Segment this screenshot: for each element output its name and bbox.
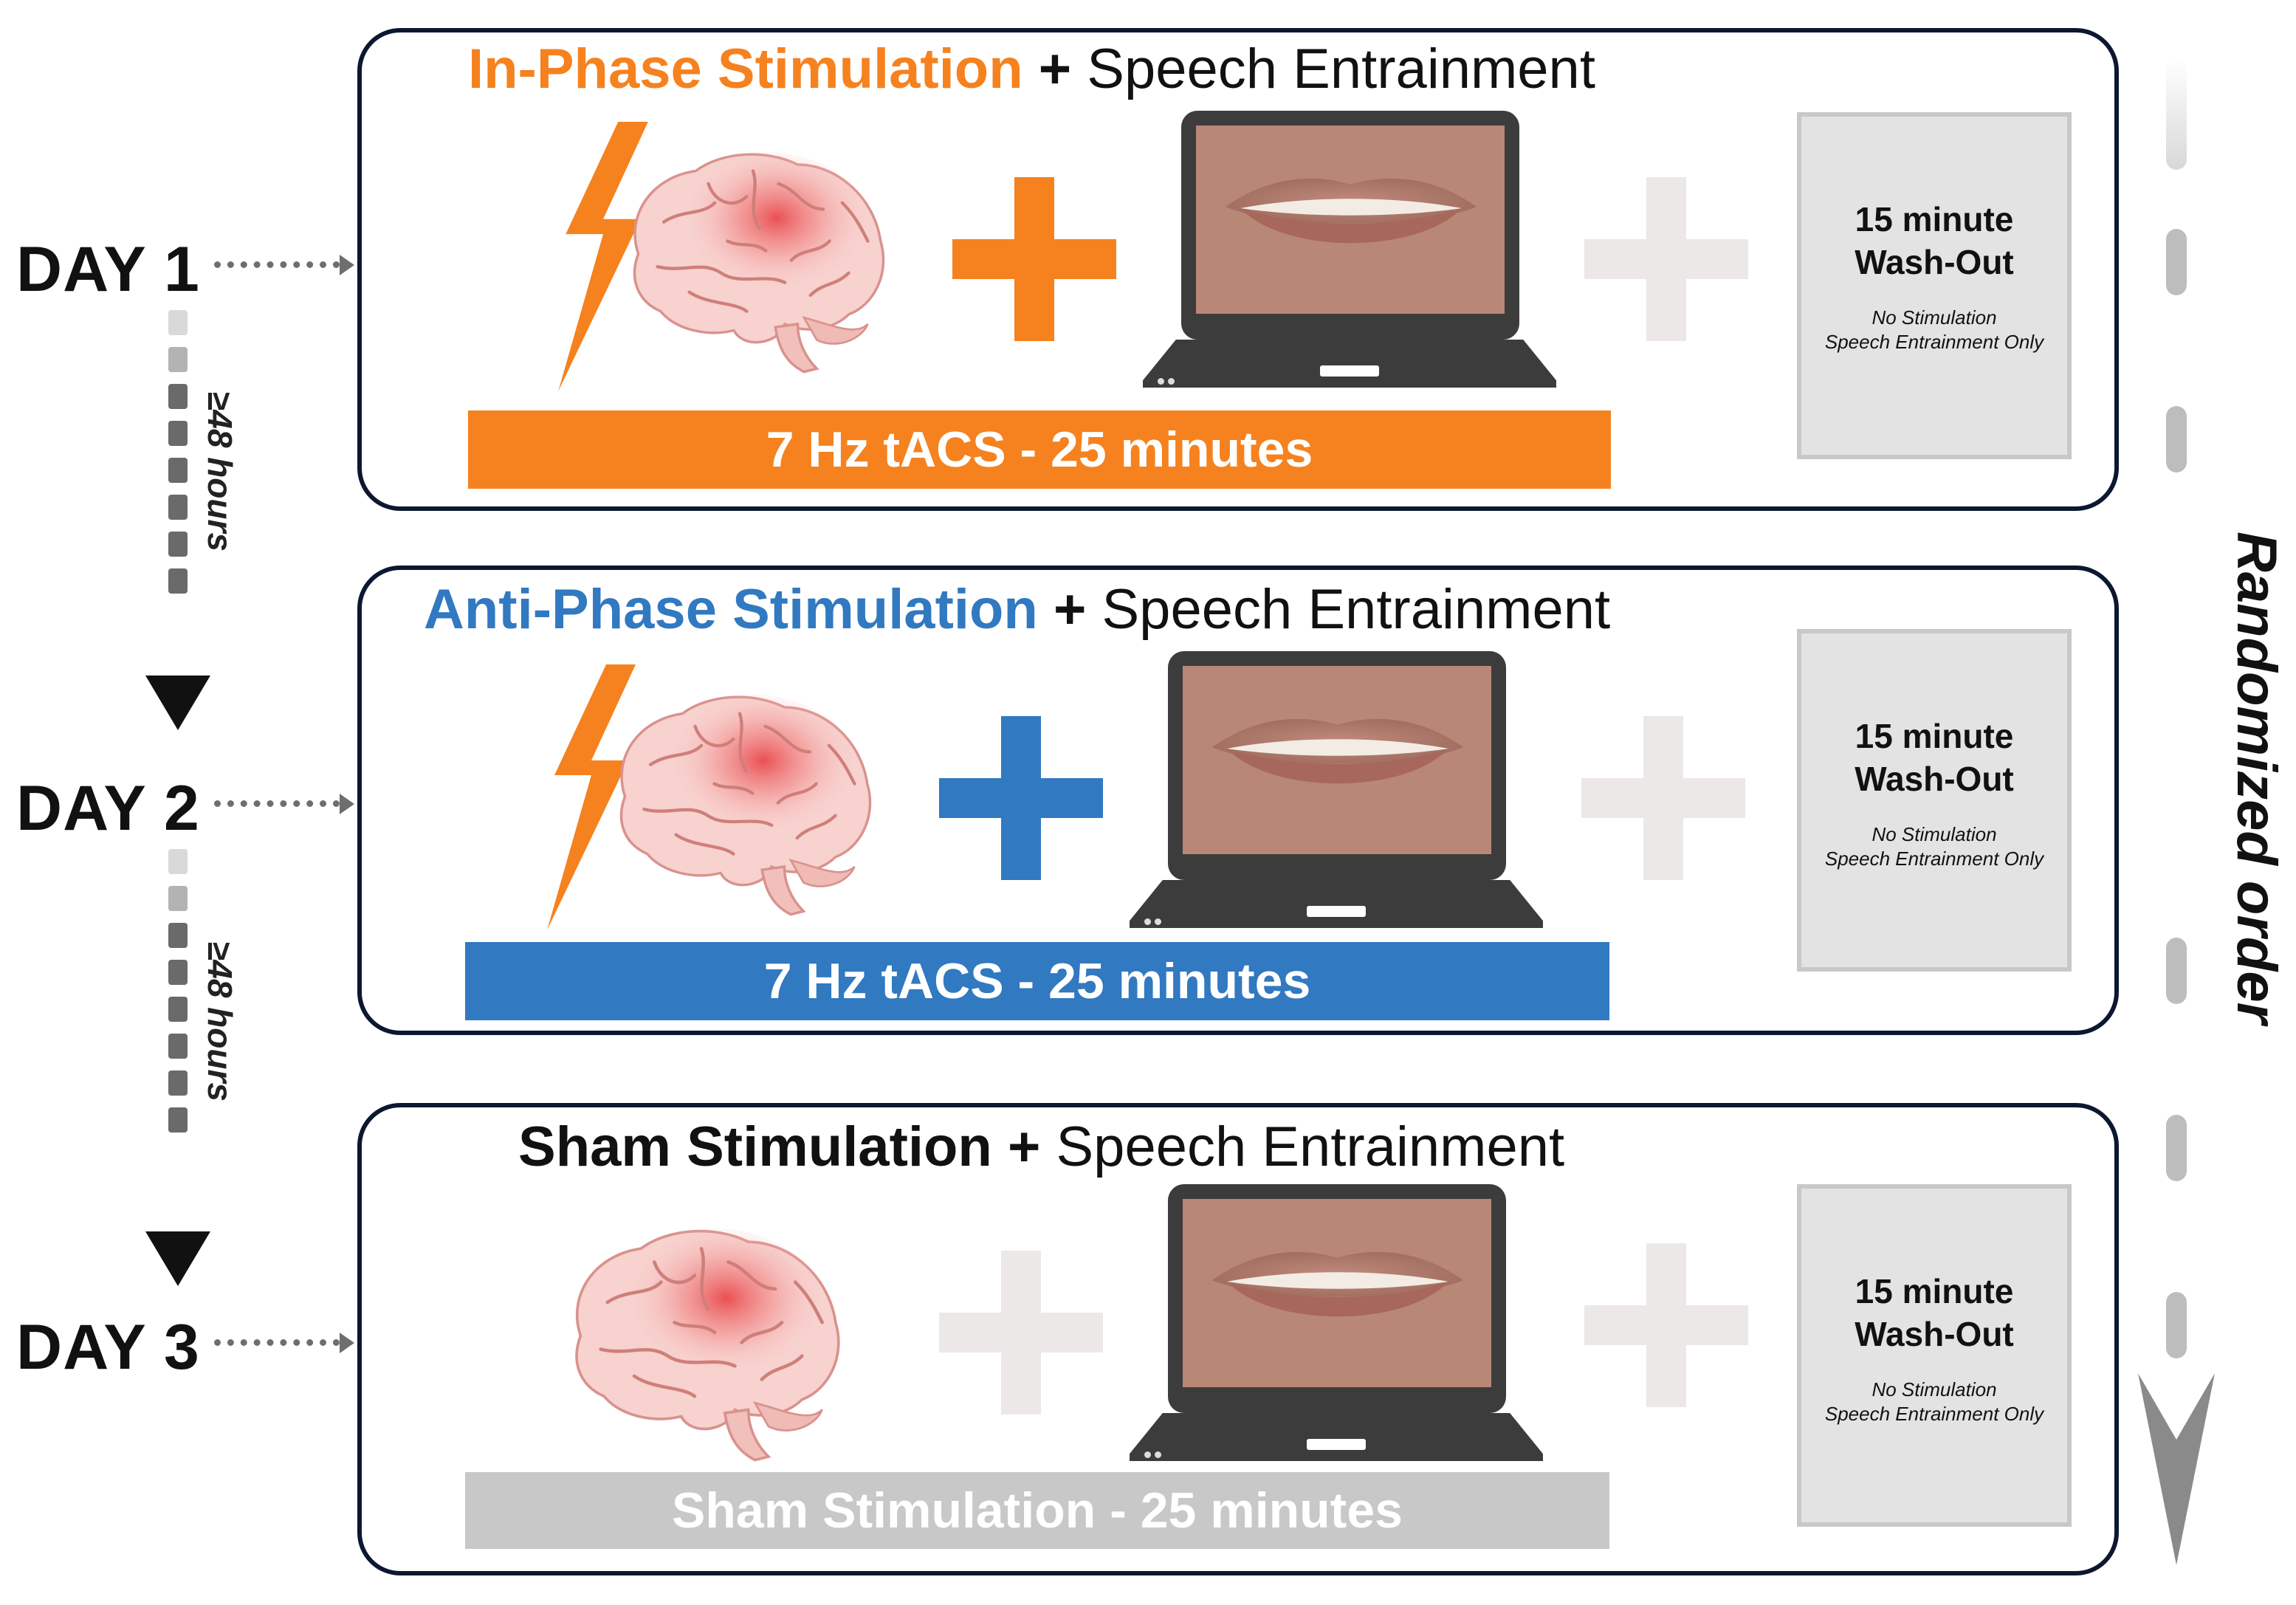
washout-sub-line-2: Speech Entrainment Only: [1824, 331, 2044, 353]
washout-box: 15 minute Wash-Out No Stimulation Speech…: [1797, 112, 2072, 459]
interval-label-1: ≥48 hours: [201, 391, 239, 551]
plus-icon: [952, 177, 1116, 341]
laptop-indicator-dot: [1155, 918, 1161, 925]
brain-icon: [599, 661, 880, 945]
laptop-icon: [1143, 111, 1556, 395]
task-name: Speech Entrainment: [1087, 38, 1595, 100]
panel-3-title: Sham Stimulation + Speech Entrainment: [518, 1119, 1564, 1175]
mouth-video: [1183, 666, 1491, 854]
plus-icon: [939, 716, 1103, 880]
laptop-indicator-dot: [1144, 1451, 1151, 1458]
interval-arrow-2-head: [145, 1231, 210, 1286]
washout-sub-line-2: Speech Entrainment Only: [1824, 848, 2044, 870]
laptop-icon: [1130, 1184, 1543, 1468]
washout-sub-line-1: No Stimulation: [1871, 823, 1997, 845]
day-2-dotted-arrow: [214, 800, 340, 807]
stimulation-bar: Sham Stimulation - 25 minutes: [465, 1472, 1609, 1549]
laptop-indicator-dot: [1144, 918, 1151, 925]
washout-sub-line-2: Speech Entrainment Only: [1824, 1403, 2044, 1425]
washout-title-line-1: 15 minute: [1855, 200, 2014, 238]
laptop-indicator-dot: [1168, 378, 1175, 385]
condition-name: Anti-Phase Stimulation: [424, 578, 1038, 641]
laptop-indicator-dot: [1155, 1451, 1161, 1458]
title-plus: +: [1038, 38, 1072, 100]
laptop-indicator-dot: [1158, 378, 1164, 385]
day-2-arrow-tip: [340, 794, 354, 814]
randomized-order-dash: [2166, 229, 2187, 295]
day-3-arrow-tip: [340, 1333, 354, 1353]
panel-2-title: Anti-Phase Stimulation + Speech Entrainm…: [424, 582, 1610, 638]
randomized-order-arrow-head: [2138, 1373, 2215, 1565]
interval-arrow-2: [168, 849, 188, 1144]
randomized-order-dash: [2166, 406, 2187, 472]
laptop-icon: [1130, 651, 1543, 935]
day-1-dotted-arrow: [214, 261, 340, 268]
interval-arrow-1: [168, 310, 188, 605]
laptop-screen: [1181, 111, 1519, 340]
title-plus: +: [1007, 1116, 1041, 1178]
laptop-trackpad: [1307, 906, 1366, 917]
washout-title-line-1: 15 minute: [1855, 717, 2014, 755]
title-plus: +: [1053, 578, 1087, 641]
randomized-order-dash: [2166, 1115, 2187, 1181]
task-name: Speech Entrainment: [1056, 1116, 1565, 1178]
laptop-screen: [1168, 651, 1506, 880]
mouth-video: [1196, 126, 1505, 314]
interval-arrow-1-head: [145, 676, 210, 730]
laptop-trackpad: [1320, 365, 1379, 377]
plus-icon: [1584, 1243, 1748, 1407]
washout-sub-line-1: No Stimulation: [1871, 1378, 1997, 1400]
washout-title-line-2: Wash-Out: [1855, 760, 2014, 798]
laptop-base: [1130, 1413, 1543, 1461]
laptop-screen: [1168, 1184, 1506, 1413]
condition-name: Sham Stimulation: [518, 1116, 992, 1178]
randomized-order-dash: [2166, 59, 2187, 170]
plus-icon: [939, 1251, 1103, 1415]
washout-box: 15 minute Wash-Out No Stimulation Speech…: [1797, 1184, 2072, 1527]
laptop-trackpad: [1307, 1439, 1366, 1450]
brain-icon: [554, 1200, 849, 1485]
day-1-label: DAY 1: [16, 234, 200, 305]
washout-title-line-2: Wash-Out: [1855, 243, 2014, 281]
laptop-base: [1130, 880, 1543, 928]
randomized-order-dash: [2166, 1292, 2187, 1358]
stimulation-bar: 7 Hz tACS - 25 minutes: [468, 410, 1611, 489]
task-name: Speech Entrainment: [1101, 578, 1611, 641]
laptop-base: [1143, 340, 1556, 388]
mouth-video: [1183, 1199, 1491, 1387]
day-3-dotted-arrow: [214, 1339, 340, 1346]
washout-sub-line-1: No Stimulation: [1871, 306, 1997, 329]
interval-label-2: ≥48 hours: [201, 941, 239, 1101]
day-2-label: DAY 2: [16, 773, 200, 844]
washout-title-line-2: Wash-Out: [1855, 1315, 2014, 1353]
plus-icon: [1581, 716, 1745, 880]
stimulation-bar: 7 Hz tACS - 25 minutes: [465, 942, 1609, 1020]
plus-icon: [1584, 177, 1748, 341]
randomized-order-dash: [2166, 938, 2187, 1004]
randomized-order-label: Randomized order: [2225, 532, 2288, 1025]
panel-1-title: In-Phase Stimulation + Speech Entrainmen…: [468, 41, 1595, 97]
day-3-label: DAY 3: [16, 1312, 200, 1383]
washout-box: 15 minute Wash-Out No Stimulation Speech…: [1797, 629, 2072, 972]
washout-title-line-1: 15 minute: [1855, 1272, 2014, 1310]
day-1-arrow-tip: [340, 255, 354, 275]
brain-icon: [613, 118, 893, 402]
condition-name: In-Phase Stimulation: [468, 38, 1023, 100]
